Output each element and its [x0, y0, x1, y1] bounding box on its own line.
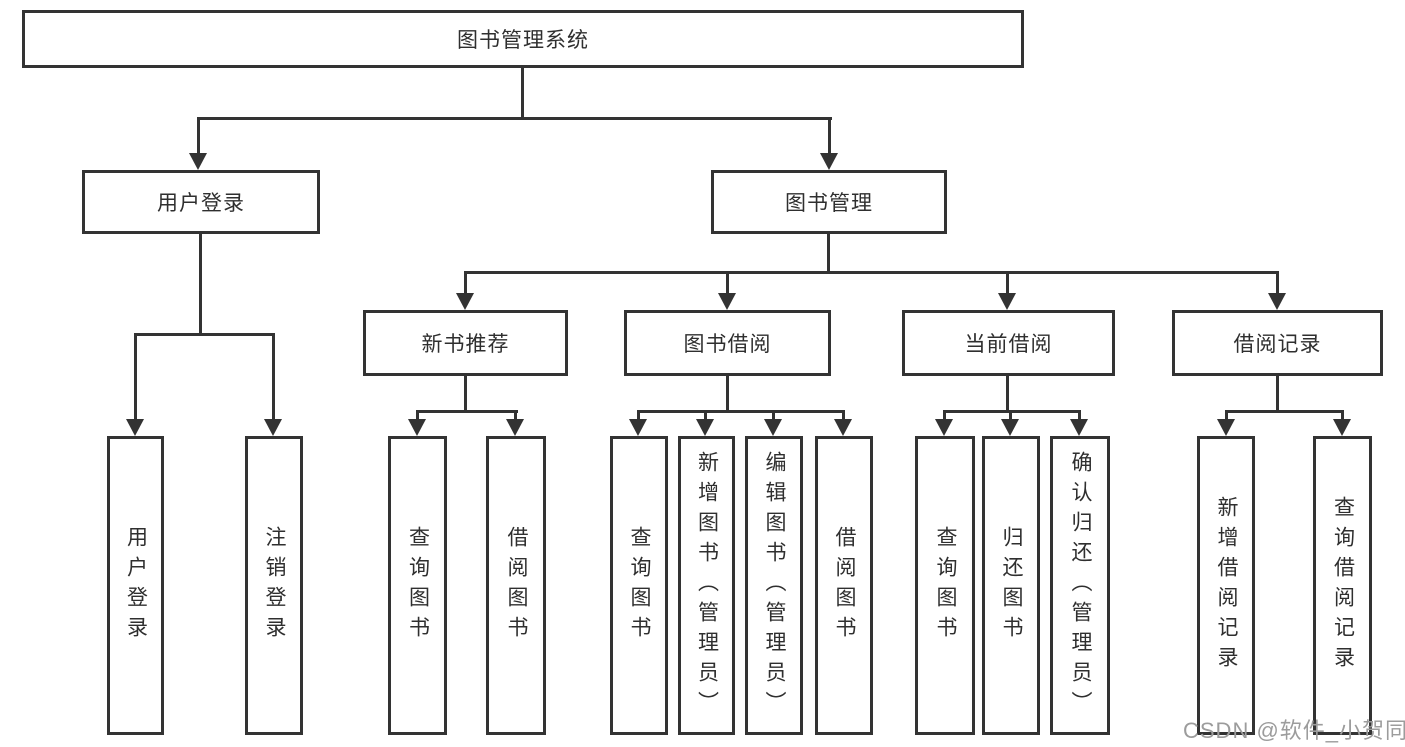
- connector-leaf-stem: [416, 410, 419, 420]
- arrow-down-icon: [1070, 419, 1088, 436]
- leaf-edit-book-admin-label: 编辑图书（管理员）: [763, 450, 786, 721]
- node-current-borrow: 当前借阅: [902, 310, 1115, 376]
- leaf-add-book-admin: 新增图书（管理员）: [678, 436, 735, 735]
- node-library-system: 图书管理系统: [22, 10, 1024, 68]
- connector-l4-split: [1225, 410, 1344, 413]
- leaf-logout: 注销登录: [245, 436, 303, 735]
- node-book-management: 图书管理: [711, 170, 947, 234]
- node-library-system-label: 图书管理系统: [457, 29, 589, 52]
- arrow-down-icon: [834, 419, 852, 436]
- connector-leaf-stem: [134, 333, 137, 420]
- connector-l3-stem: [1276, 271, 1279, 296]
- leaf-borrow-book-recommend-label: 借阅图书: [505, 525, 528, 646]
- leaf-confirm-return-admin: 确认归还（管理员）: [1050, 436, 1110, 735]
- node-user-login: 用户登录: [82, 170, 320, 234]
- connector-root-stem: [521, 68, 524, 118]
- leaf-query-borrow-record: 查询借阅记录: [1313, 436, 1372, 735]
- leaf-logout-label: 注销登录: [263, 525, 286, 646]
- node-new-book-recommend: 新书推荐: [363, 310, 568, 376]
- connector-book-mgmt-down: [827, 234, 830, 274]
- arrow-down-icon: [696, 419, 714, 436]
- leaf-query-book-current: 查询图书: [915, 436, 975, 735]
- node-borrow-records-label: 借阅记录: [1233, 333, 1322, 356]
- connector-leaf-stem: [272, 333, 275, 420]
- connector-book-mgmt-stem: [828, 117, 831, 155]
- node-current-borrow-label: 当前借阅: [964, 333, 1053, 356]
- connector-user-login-stem: [197, 117, 200, 155]
- arrow-down-icon: [408, 419, 426, 436]
- leaf-add-book-admin-label: 新增图书（管理员）: [695, 450, 719, 721]
- leaf-query-book-borrow-label: 查询图书: [628, 525, 651, 646]
- connector-l3-stem: [464, 271, 467, 296]
- leaf-borrow-book-label: 借阅图书: [833, 525, 856, 646]
- connector-l4-down: [726, 376, 729, 413]
- leaf-borrow-book: 借阅图书: [815, 436, 873, 735]
- leaf-add-borrow-record: 新增借阅记录: [1197, 436, 1255, 735]
- connector-leaf-stem: [943, 410, 946, 420]
- arrow-down-icon: [189, 153, 207, 170]
- node-borrow-records: 借阅记录: [1172, 310, 1383, 376]
- connector-l4-down: [1276, 376, 1279, 413]
- leaf-edit-book-admin: 编辑图书（管理员）: [745, 436, 803, 735]
- connector-l4-down: [464, 376, 467, 413]
- leaf-query-book-current-label: 查询图书: [934, 525, 957, 646]
- connector-leaf-stem: [1009, 410, 1012, 420]
- leaf-query-borrow-record-label: 查询借阅记录: [1331, 495, 1355, 676]
- arrow-down-icon: [1217, 419, 1235, 436]
- arrow-down-icon: [1333, 419, 1351, 436]
- leaf-add-borrow-record-label: 新增借阅记录: [1215, 495, 1238, 676]
- arrow-down-icon: [126, 419, 144, 436]
- connector-l4-split: [416, 410, 518, 413]
- leaf-query-book-recommend-label: 查询图书: [406, 525, 430, 646]
- arrow-down-icon: [718, 293, 736, 310]
- node-new-book-recommend-label: 新书推荐: [421, 333, 510, 356]
- arrow-down-icon: [1268, 293, 1286, 310]
- connector-user-login-split: [134, 333, 275, 336]
- arrow-down-icon: [820, 153, 838, 170]
- connector-leaf-stem: [637, 410, 640, 420]
- leaf-query-book-recommend: 查询图书: [388, 436, 447, 735]
- connector-leaf-stem: [1078, 410, 1081, 420]
- csdn-watermark: CSDN @软件_小贺同学: [1183, 718, 1405, 743]
- connector-leaf-stem: [704, 410, 707, 420]
- leaf-confirm-return-admin-label: 确认归还（管理员）: [1069, 450, 1092, 721]
- arrow-down-icon: [1001, 419, 1019, 436]
- leaf-user-login-label: 用户登录: [124, 525, 148, 646]
- arrow-down-icon: [629, 419, 647, 436]
- connector-l3-stem: [726, 271, 729, 296]
- arrow-down-icon: [764, 419, 782, 436]
- connector-l4-split: [637, 410, 845, 413]
- connector-l4-split: [943, 410, 1081, 413]
- leaf-return-book: 归还图书: [982, 436, 1040, 735]
- connector-leaf-stem: [1225, 410, 1228, 420]
- leaf-borrow-book-recommend: 借阅图书: [486, 436, 546, 735]
- node-user-login-label: 用户登录: [157, 192, 245, 215]
- leaf-query-book-borrow: 查询图书: [610, 436, 668, 735]
- connector-root-split: [197, 117, 832, 120]
- leaf-return-book-label: 归还图书: [1000, 525, 1023, 646]
- node-book-management-label: 图书管理: [785, 192, 873, 215]
- node-book-borrow-label: 图书借阅: [683, 333, 772, 356]
- connector-user-login-down: [199, 234, 202, 335]
- connector-leaf-stem: [772, 410, 775, 420]
- connector-book-mgmt-split: [464, 271, 1279, 274]
- connector-leaf-stem: [842, 410, 845, 420]
- arrow-down-icon: [935, 419, 953, 436]
- leaf-user-login: 用户登录: [107, 436, 164, 735]
- arrow-down-icon: [456, 293, 474, 310]
- connector-leaf-stem: [1341, 410, 1344, 420]
- connector-l3-stem: [1006, 271, 1009, 296]
- node-book-borrow: 图书借阅: [624, 310, 831, 376]
- connector-leaf-stem: [514, 410, 517, 420]
- arrow-down-icon: [264, 419, 282, 436]
- arrow-down-icon: [998, 293, 1016, 310]
- arrow-down-icon: [506, 419, 524, 436]
- connector-l4-down: [1006, 376, 1009, 413]
